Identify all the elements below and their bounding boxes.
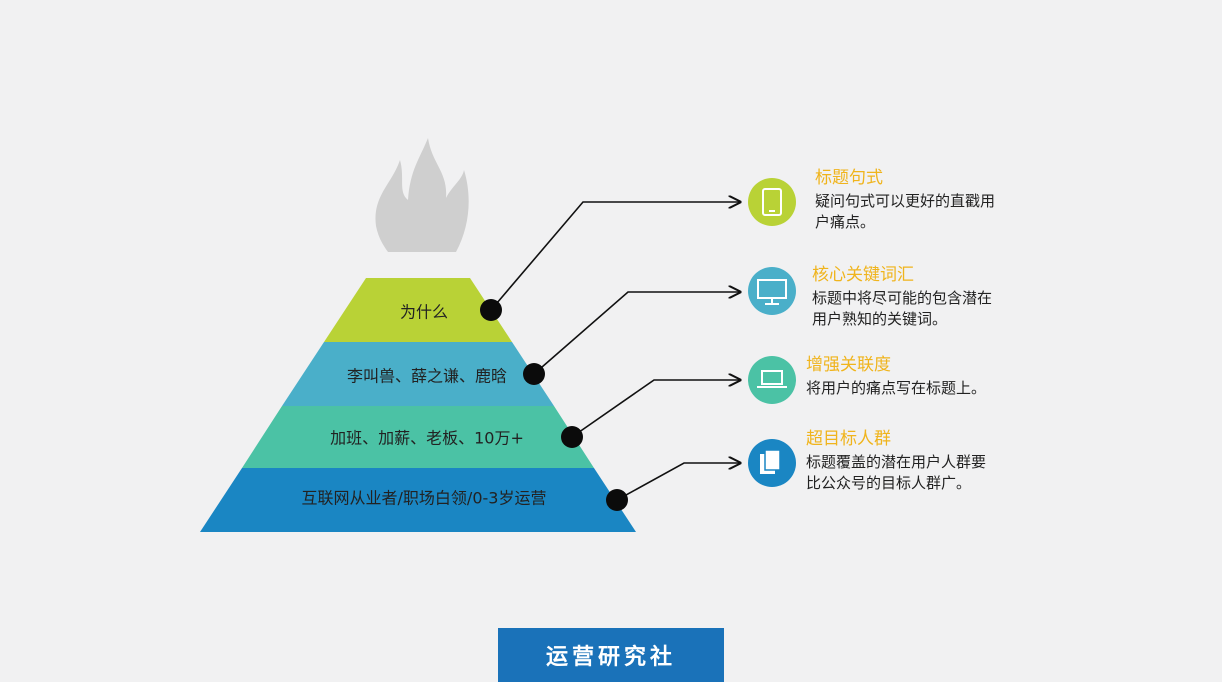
connector-2 xyxy=(533,292,740,375)
info-panel-4: 超目标人群 标题覆盖的潜在用户人群要 比公众号的目标人群广。 xyxy=(806,428,1066,494)
pyramid xyxy=(200,278,636,532)
panel-title-2: 核心关键词汇 xyxy=(812,265,914,285)
connector-dot-2 xyxy=(523,363,545,385)
panel-desc-line: 比公众号的目标人群广。 xyxy=(806,474,972,492)
laptop-icon xyxy=(748,356,796,404)
connector-4 xyxy=(616,463,740,501)
flame-shape xyxy=(375,138,469,252)
pyramid-layer-1 xyxy=(324,278,512,342)
icon-circle-1 xyxy=(748,178,796,226)
icon-badges xyxy=(748,178,796,487)
panel-title-1: 标题句式 xyxy=(815,168,883,188)
panel-desc-line: 标题中将尽可能的包含潜在 xyxy=(812,289,993,307)
panel-title-4: 超目标人群 xyxy=(806,429,891,449)
pyramid-layer-label-1: 为什么 xyxy=(400,303,448,322)
brand-label: 运营研究社 xyxy=(545,645,676,670)
connector-dot-3 xyxy=(561,426,583,448)
panel-title-3: 增强关联度 xyxy=(806,355,891,375)
connectors xyxy=(490,202,740,501)
info-panel-2: 核心关键词汇 标题中将尽可能的包含潜在 用户熟知的关键词。 xyxy=(812,264,1072,330)
flame-icon xyxy=(375,138,469,252)
icon-circle-3 xyxy=(748,356,796,404)
connector-dots xyxy=(480,299,628,511)
monitor-icon xyxy=(748,267,796,315)
panel-desc-line: 标题覆盖的潜在用户人群要 xyxy=(806,453,987,471)
panel-desc-line: 用户熟知的关键词。 xyxy=(812,310,948,328)
pyramid-layer-label-3: 加班、加薪、老板、10万+ xyxy=(330,429,524,448)
tablet-icon xyxy=(748,178,796,226)
panel-desc-1: 疑问句式可以更好的直戳用 户痛点。 xyxy=(815,191,1075,233)
connector-1 xyxy=(490,202,740,311)
connector-dot-4 xyxy=(606,489,628,511)
info-panel-1: 标题句式 疑问句式可以更好的直戳用 户痛点。 xyxy=(815,167,1075,233)
icon-circle-2 xyxy=(748,267,796,315)
panel-desc-line: 户痛点。 xyxy=(815,213,876,231)
info-panel-3: 增强关联度 将用户的痛点写在标题上。 xyxy=(806,354,1066,399)
panel-desc-3: 将用户的痛点写在标题上。 xyxy=(806,378,1066,399)
panel-desc-2: 标题中将尽可能的包含潜在 用户熟知的关键词。 xyxy=(812,288,1072,330)
panel-desc-line: 将用户的痛点写在标题上。 xyxy=(806,379,987,397)
documents-icon xyxy=(748,439,796,487)
pyramid-layer-label-2: 李叫兽、薛之谦、鹿晗 xyxy=(347,367,507,386)
connector-3 xyxy=(571,380,740,438)
pyramid-layer-label-4: 互联网从业者/职场白领/0-3岁运营 xyxy=(302,489,547,508)
panel-desc-line: 疑问句式可以更好的直戳用 xyxy=(815,192,996,210)
pyramid-layer-3 xyxy=(242,406,594,468)
brand-banner: 运营研究社 xyxy=(498,628,724,682)
pyramid-layer-4 xyxy=(200,468,636,532)
panel-desc-4: 标题覆盖的潜在用户人群要 比公众号的目标人群广。 xyxy=(806,452,1066,494)
pyramid-layer-2 xyxy=(282,342,554,406)
connector-dot-1 xyxy=(480,299,502,321)
